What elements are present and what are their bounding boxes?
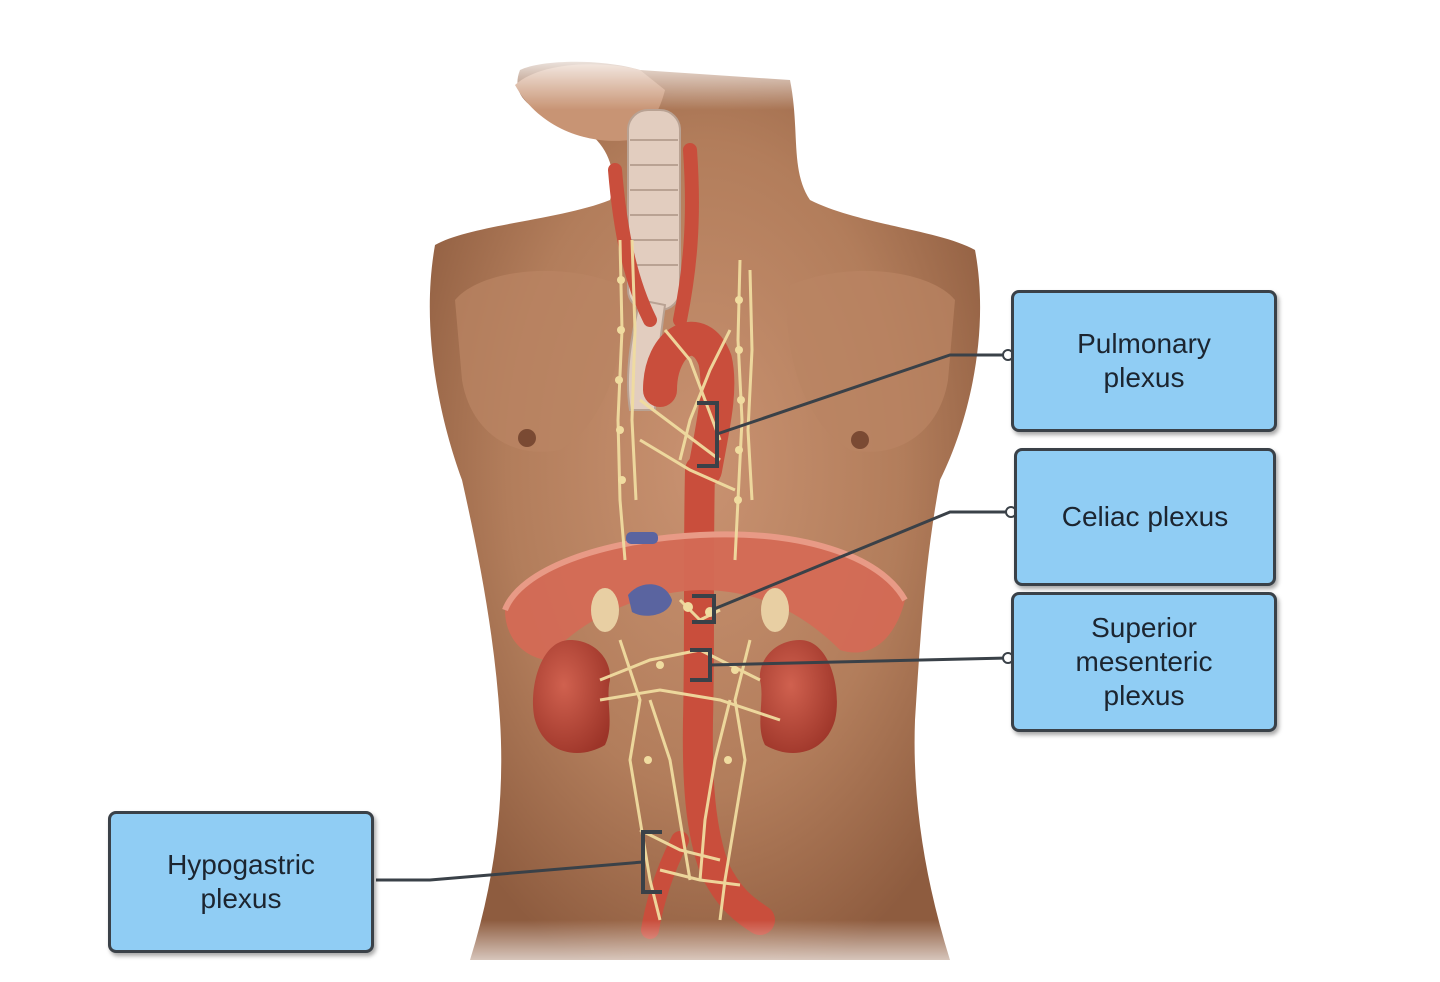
label-celiac-plexus[interactable]: Celiac plexus [1014, 448, 1276, 586]
right-pectoral [787, 270, 955, 452]
carotid-right [673, 143, 699, 327]
leader-sma [709, 656, 1009, 667]
kidney-right [759, 640, 837, 753]
label-pulmonary-plexus[interactable]: Pulmonary plexus [1011, 290, 1277, 432]
left-pectoral [455, 270, 623, 452]
label-superior-mesenteric-plexus[interactable]: Superior mesenteric plexus [1011, 592, 1277, 732]
kidney-left [533, 640, 611, 753]
leader-pulmonary [716, 353, 1008, 436]
left-nipple [518, 429, 536, 447]
right-nipple [851, 431, 869, 449]
leader-hypogastric [376, 860, 644, 882]
diaphragm-edge [502, 531, 908, 612]
diaphragm [505, 534, 905, 660]
leader-celiac [713, 510, 1011, 611]
adrenal-left [591, 588, 619, 632]
nerve-network [599, 239, 781, 921]
label-hypogastric-plexus[interactable]: Hypogastric plexus [108, 811, 374, 953]
ivc-cut [626, 532, 658, 544]
esophagus-cut [628, 584, 672, 616]
adrenal-right [761, 588, 789, 632]
bracket-pulmonary [697, 401, 719, 468]
leader-lines [376, 353, 1011, 882]
carotid-left [608, 163, 657, 327]
